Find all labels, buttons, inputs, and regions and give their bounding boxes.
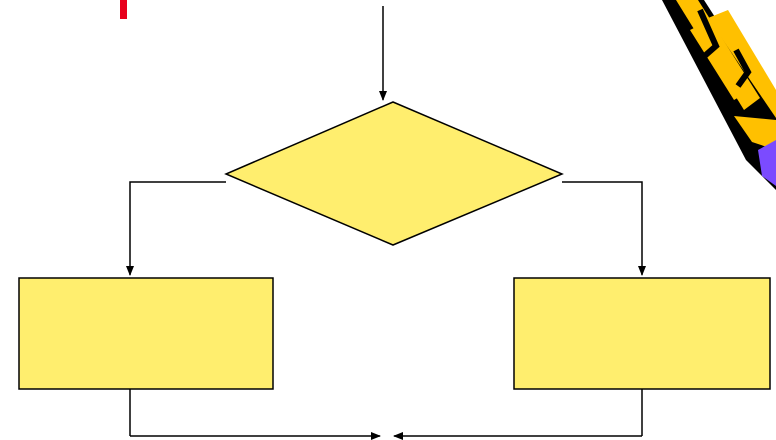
right-branch-connector: [562, 181, 646, 276]
left-process-box: [18, 277, 274, 390]
pencil-icon: [662, 0, 776, 190]
red-mark: [120, 0, 127, 19]
left-branch-connector: [126, 181, 226, 276]
right-process-box: [513, 277, 771, 390]
decision-diamond: [224, 101, 564, 246]
